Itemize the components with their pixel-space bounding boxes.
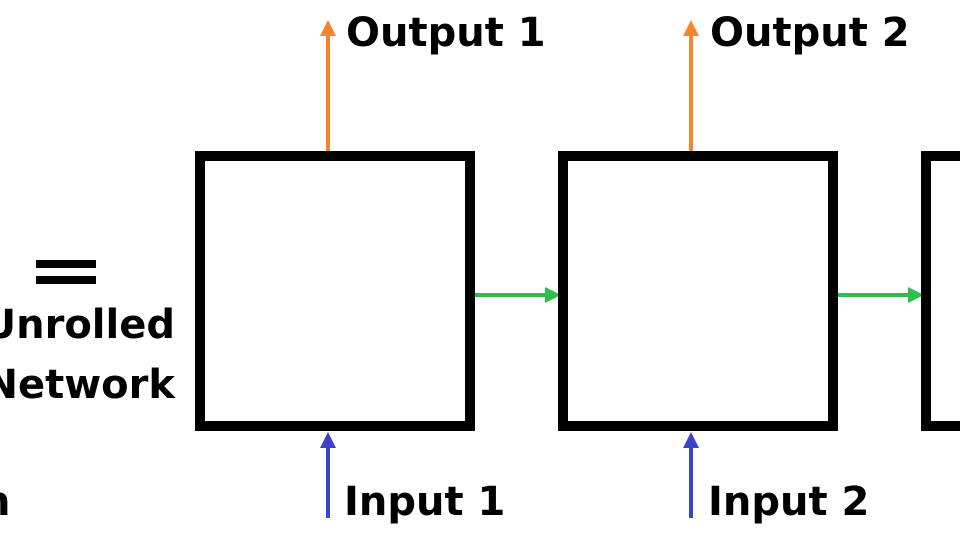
- input-2-label: Input 2: [708, 479, 869, 525]
- caption-partial-text: n: [0, 479, 10, 525]
- cell-1-box: [195, 151, 475, 431]
- cell-3-box: [921, 151, 960, 431]
- left-caption: Unrolled Network n: [0, 260, 176, 525]
- cell-3: [921, 151, 960, 431]
- equals-sign-bottom-bar: [36, 276, 96, 284]
- input-1-label: Input 1: [344, 479, 505, 525]
- cell-2: Output 2 Input 2: [558, 10, 910, 525]
- cell-1: Output 1 Input 1: [195, 10, 546, 525]
- caption-line-network: Network: [0, 362, 176, 408]
- equals-sign-top-bar: [36, 260, 96, 268]
- output-2-label: Output 2: [710, 10, 910, 56]
- cell-2-box: [558, 151, 838, 431]
- output-1-label: Output 1: [346, 10, 546, 56]
- caption-line-unrolled: Unrolled: [0, 302, 175, 348]
